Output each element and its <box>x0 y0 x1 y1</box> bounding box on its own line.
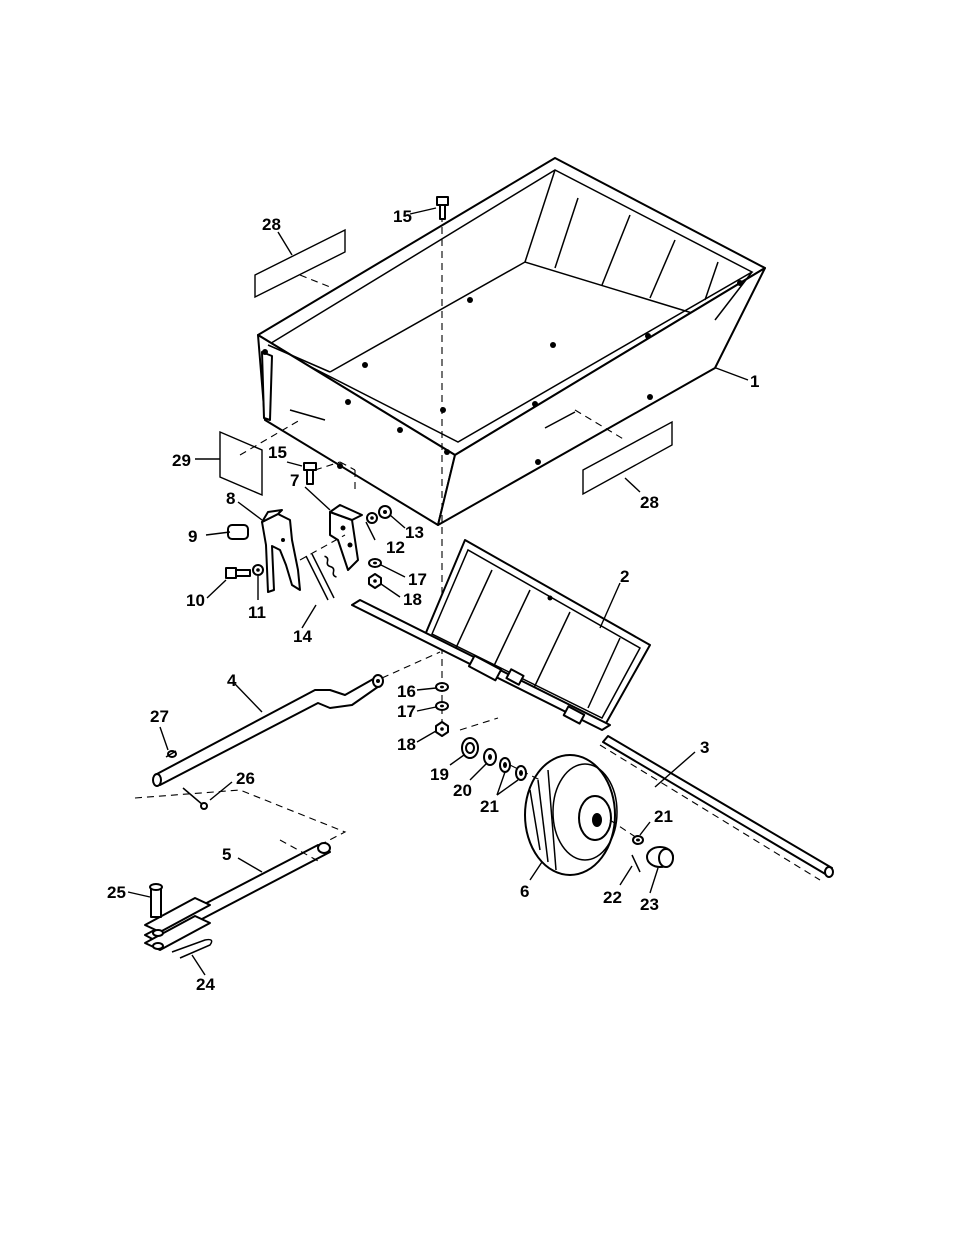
callout-21-inner: 21 <box>480 797 499 816</box>
callout-24: 24 <box>196 975 215 994</box>
callout-23: 23 <box>640 895 659 914</box>
callout-15-lower: 15 <box>268 443 287 462</box>
callout-1: 1 <box>750 372 759 391</box>
bushing-20 <box>483 748 497 766</box>
callout-12: 12 <box>386 538 405 557</box>
callout-27: 27 <box>150 707 169 726</box>
callout-7: 7 <box>290 471 299 490</box>
washers-21 <box>499 757 527 781</box>
bearing-19 <box>461 737 479 759</box>
callout-22: 22 <box>603 888 622 907</box>
latch-washer-11 <box>252 564 264 576</box>
callout-28-top: 28 <box>262 215 281 234</box>
spring-14 <box>299 534 346 601</box>
washer-17-lower <box>435 701 449 711</box>
callout-2: 2 <box>620 567 629 586</box>
pin-22 <box>631 854 641 873</box>
wheel-6 <box>499 754 641 876</box>
latch-bracket-7 <box>329 504 363 571</box>
tailgate-frame-2 <box>351 539 651 731</box>
hitch-plates <box>144 897 211 951</box>
nut-13 <box>378 505 392 519</box>
latch-bolt-10 <box>225 567 251 579</box>
pin-26 <box>182 787 208 810</box>
decal-28-right <box>544 409 673 496</box>
callout-8: 8 <box>226 489 235 508</box>
callout-4: 4 <box>227 671 237 690</box>
callout-26: 26 <box>236 769 255 788</box>
callout-17-lower: 17 <box>397 702 416 721</box>
callout-21-outer: 21 <box>654 807 673 826</box>
callout-15-top: 15 <box>393 207 412 226</box>
tongue-4 <box>152 651 441 787</box>
callout-18-lower: 18 <box>397 735 416 754</box>
bolt-15-top <box>436 196 449 220</box>
callout-18-upper: 18 <box>403 590 422 609</box>
decal-28-top <box>254 228 346 299</box>
cart-tub <box>257 157 766 526</box>
callout-9: 9 <box>188 527 197 546</box>
callout-14: 14 <box>293 627 312 646</box>
hitch-pin-25 <box>149 883 163 918</box>
latch-grip-9 <box>227 524 249 540</box>
callout-13: 13 <box>405 523 424 542</box>
leader-lines <box>127 207 749 976</box>
latch-handle-8 <box>261 509 301 593</box>
callout-20: 20 <box>453 781 472 800</box>
callout-5: 5 <box>222 845 231 864</box>
decal-29 <box>219 409 326 497</box>
hitch-bar-5 <box>144 839 331 943</box>
callout-19: 19 <box>430 765 449 784</box>
callout-25: 25 <box>107 883 126 902</box>
axle-3 <box>599 735 834 881</box>
callout-10: 10 <box>186 591 205 610</box>
callout-16: 16 <box>397 682 416 701</box>
washer-12 <box>366 512 378 524</box>
nut-18-lower <box>435 721 449 737</box>
washer-16 <box>435 682 449 692</box>
hair-pin-24 <box>171 938 213 959</box>
callout-11: 11 <box>248 603 266 622</box>
callout-28-right: 28 <box>640 493 659 512</box>
callout-6: 6 <box>520 882 529 901</box>
washer-17-upper <box>368 558 382 568</box>
callout-29: 29 <box>172 451 191 470</box>
callout-17-upper: 17 <box>408 570 427 589</box>
nut-18-upper <box>368 573 382 589</box>
callout-3: 3 <box>700 738 709 757</box>
cotter-pin-27 <box>165 750 177 758</box>
washer-21-outer <box>632 835 644 845</box>
callout-labels: 1 2 3 4 5 6 7 8 9 10 11 12 13 14 15 15 1… <box>107 207 759 994</box>
bolt-15-lower <box>303 461 356 490</box>
hubcap-23 <box>646 846 674 868</box>
